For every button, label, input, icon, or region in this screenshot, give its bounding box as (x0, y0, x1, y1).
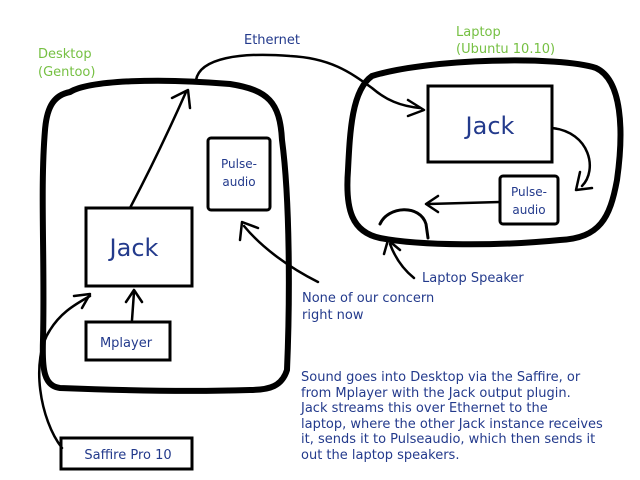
laptop-machine-outline (344, 57, 624, 248)
desktop-pulseaudio-label-1: Pulse- (221, 157, 257, 171)
laptop-speaker-label: Laptop Speaker (422, 271, 524, 286)
desktop-pulseaudio-label-2: audio (222, 175, 255, 189)
laptop-jack-label: Jack (464, 112, 515, 140)
saffire-label: Saffire Pro 10 (84, 448, 171, 463)
laptop-speaker-symbol (378, 208, 430, 240)
mplayer-to-jack-arrow (130, 290, 136, 322)
description-line: it, sends it to Pulseaudio, which then s… (301, 432, 596, 447)
jack-to-pulseaudio-arrowhead (574, 170, 594, 192)
saffire-box (59, 436, 194, 471)
desktop-jack-box (84, 206, 194, 288)
jack-to-ethernet-arrow (128, 90, 188, 210)
desktop-machine-outline (39, 77, 292, 394)
mplayer-box (84, 320, 172, 362)
speaker-pointer-arrow (388, 242, 416, 280)
pulseaudio-to-speaker-arrow (426, 200, 502, 206)
ethernet-cable (194, 53, 422, 110)
description-line: laptop, where the other Jack instance re… (301, 416, 603, 432)
saffire-to-jack-arrow (38, 294, 92, 450)
concern-label-line2: right now (302, 308, 364, 323)
description-line: Sound goes into Desktop via the Saffire,… (301, 370, 581, 385)
desktop-name-label: Desktop (38, 47, 92, 62)
concern-pointer-arrowhead (238, 220, 260, 242)
jack-to-ethernet-arrowhead (170, 88, 192, 110)
laptop-jack-box (426, 84, 554, 164)
laptop-pulseaudio-label-2: audio (512, 203, 545, 217)
description-line: out the laptop speakers. (301, 447, 460, 463)
saffire-to-jack-arrowhead (72, 292, 92, 310)
ethernet-label: Ethernet (244, 33, 300, 48)
description-line: Jack streams this over Ethernet to the (301, 401, 548, 416)
laptop-os-label: (Ubuntu 10.10) (456, 42, 555, 57)
laptop-name-label: Laptop (456, 25, 501, 40)
ethernet-cable-arrowhead (406, 98, 426, 118)
laptop-pulseaudio-box (498, 174, 560, 226)
desktop-pulseaudio-box (206, 136, 272, 212)
concern-label-line1: None of our concern (302, 291, 434, 306)
description-line: from Mplayer with the Jack output plugin… (301, 385, 571, 401)
desktop-jack-label: Jack (108, 234, 159, 262)
desktop-os-label: (Gentoo) (38, 65, 95, 80)
speaker-pointer-arrowhead (382, 238, 402, 256)
laptop-pulseaudio-label-1: Pulse- (511, 185, 547, 199)
mplayer-to-jack-arrowhead (124, 288, 144, 304)
pulseaudio-to-speaker-arrowhead (424, 194, 440, 214)
mplayer-label: Mplayer (100, 336, 153, 351)
connection-arrows (38, 53, 594, 450)
description-paragraph: Sound goes into Desktop via the Saffire,… (301, 370, 637, 463)
concern-pointer-arrow (242, 224, 320, 284)
jack-to-pulseaudio-arrow (550, 126, 592, 188)
